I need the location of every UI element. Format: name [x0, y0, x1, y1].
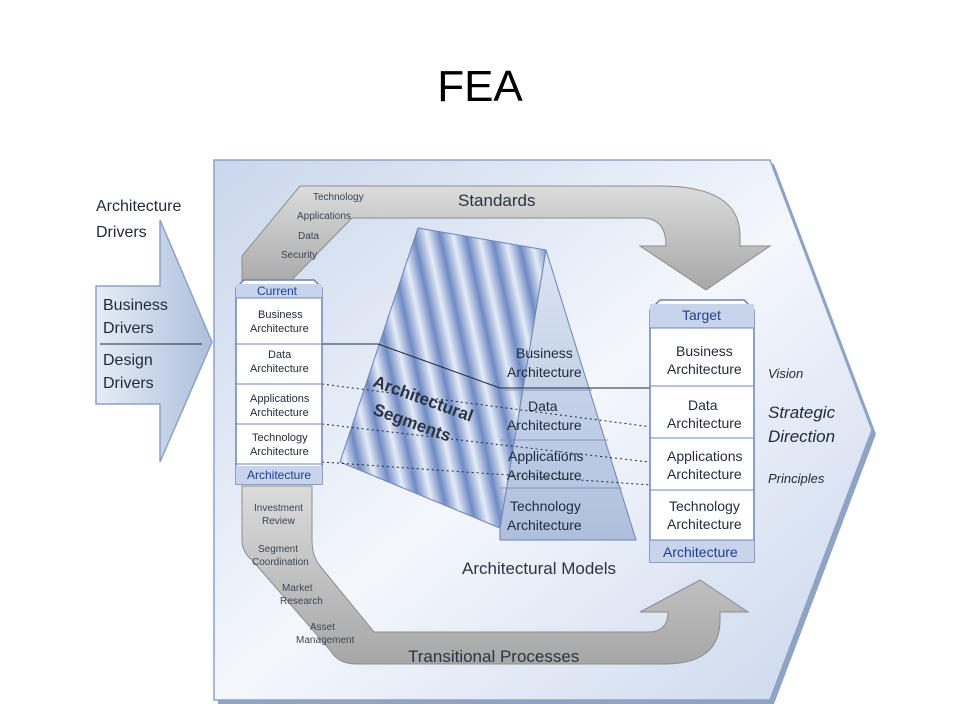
target-business-line1: Business	[676, 343, 733, 359]
standards-item-applications: Applications	[297, 211, 351, 222]
standards-item-technology: Technology	[313, 192, 364, 203]
target-data-line2: Architecture	[667, 415, 742, 431]
transitional-item-investment-line1: Investment	[254, 503, 303, 514]
current-technology-line1: Technology	[252, 432, 308, 444]
standards-item-security: Security	[281, 250, 317, 261]
drivers-heading-line1: Architecture	[96, 198, 181, 215]
direction-label: Direction	[768, 427, 835, 446]
model-business-line1: Business	[516, 345, 573, 361]
drivers-heading-line2: Drivers	[96, 224, 147, 241]
current-data-line2: Architecture	[250, 363, 309, 375]
business-drivers-line2: Drivers	[103, 320, 154, 337]
transitional-item-asset-line1: Asset	[310, 622, 335, 633]
business-drivers-line1: Business	[103, 297, 168, 314]
design-drivers-line1: Design	[103, 352, 153, 369]
models-caption: Architectural Models	[462, 559, 616, 578]
current-data-line1: Data	[268, 349, 292, 361]
model-technology-line2: Architecture	[507, 517, 582, 533]
transitional-item-segment-line1: Segment	[258, 544, 298, 555]
transitional-item-market-line2: Research	[280, 596, 323, 607]
current-business-line1: Business	[258, 309, 303, 321]
current-footer: Architecture	[247, 468, 311, 482]
transitional-label: Transitional Processes	[408, 647, 579, 666]
current-applications-line1: Applications	[250, 393, 310, 405]
target-footer: Architecture	[663, 544, 738, 560]
transitional-item-market-line1: Market	[282, 583, 313, 594]
target-business-line2: Architecture	[667, 361, 742, 377]
target-applications-line2: Architecture	[667, 466, 742, 482]
model-data-line2: Architecture	[507, 417, 582, 433]
target-header: Target	[682, 307, 721, 323]
current-technology-line2: Architecture	[250, 446, 309, 458]
standards-label: Standards	[458, 191, 536, 210]
principles-label: Principles	[768, 471, 825, 486]
model-technology-line1: Technology	[510, 498, 581, 514]
drivers-arrow	[96, 220, 212, 462]
current-header: Current	[257, 284, 298, 298]
model-applications-line2: Architecture	[507, 467, 582, 483]
vision-label: Vision	[768, 366, 803, 381]
model-data-line1: Data	[528, 398, 558, 414]
target-applications-line1: Applications	[667, 448, 743, 464]
model-business-line2: Architecture	[507, 364, 582, 380]
current-business-line2: Architecture	[250, 323, 309, 335]
design-drivers-line2: Drivers	[103, 375, 154, 392]
strategic-label: Strategic	[768, 403, 836, 422]
standards-item-data: Data	[298, 231, 320, 242]
transitional-item-segment-line2: Coordination	[252, 557, 309, 568]
transitional-item-asset-line2: Management	[296, 635, 355, 646]
target-technology-line1: Technology	[669, 498, 740, 514]
transitional-item-investment-line2: Review	[262, 516, 296, 527]
current-applications-line2: Architecture	[250, 407, 309, 419]
target-data-line1: Data	[688, 397, 718, 413]
target-technology-line2: Architecture	[667, 516, 742, 532]
